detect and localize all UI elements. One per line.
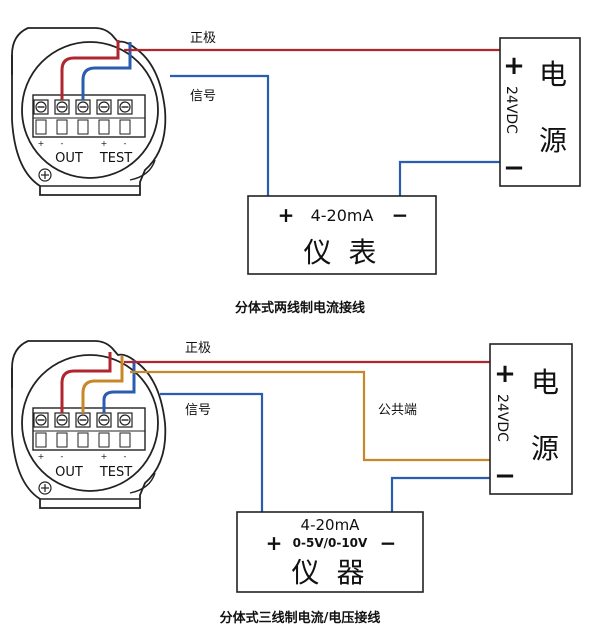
power-char-1: 电 bbox=[539, 58, 567, 91]
terminal-mark-2: - bbox=[61, 139, 64, 148]
transmitter-terminal-block bbox=[12, 28, 165, 195]
power-plus-sign: + bbox=[503, 51, 525, 81]
positive-internal-wire bbox=[60, 40, 120, 100]
power-voltage-label-2: 24VDC bbox=[494, 394, 510, 442]
meter-box bbox=[247, 195, 437, 275]
terminal-out-label: OUT bbox=[55, 151, 83, 166]
meter-plus-sign: + bbox=[278, 203, 295, 227]
power-plus-sign-2: + bbox=[494, 359, 516, 389]
power-voltage-label: 24VDC bbox=[503, 86, 519, 134]
positive-wire-label: 正极 bbox=[190, 31, 216, 46]
common-wire-label: 公共端 bbox=[378, 403, 417, 418]
positive-internal-wire-2 bbox=[60, 352, 112, 413]
terminal-out-label-2: OUT bbox=[55, 465, 83, 480]
signal-internal-wire-2 bbox=[102, 360, 136, 413]
diagram-2-caption: 分体式三线制电流/电压接线 bbox=[220, 610, 381, 626]
terminal-mark-4: - bbox=[124, 139, 127, 148]
return-wire-2 bbox=[390, 476, 490, 512]
terminal-mark-2-4: - bbox=[124, 452, 127, 461]
power-supply-box-2 bbox=[489, 343, 573, 495]
power-char-1-2: 电 bbox=[531, 366, 559, 399]
transmitter-terminal-block-2 bbox=[12, 341, 165, 508]
terminal-mark-1: + bbox=[38, 139, 45, 148]
instrument-range-label: 4-20mA bbox=[301, 516, 361, 534]
instrument-minus-sign: − bbox=[380, 531, 397, 555]
terminal-test-label-2: TEST bbox=[99, 465, 132, 480]
return-wire bbox=[398, 160, 500, 196]
signal-wire bbox=[170, 74, 270, 196]
instrument-box bbox=[236, 511, 424, 593]
meter-name: 仪 表 bbox=[304, 236, 381, 269]
instrument-voltage-label: 0-5V/0-10V bbox=[293, 536, 368, 550]
power-char-2-2: 源 bbox=[531, 432, 559, 465]
instrument-plus-sign: + bbox=[266, 531, 283, 555]
diagram-1-two-wire: + - + - OUT TEST 正极 信号 + − 24VDC 电 源 + 4… bbox=[12, 28, 581, 316]
terminal-test-label: TEST bbox=[99, 151, 132, 166]
power-char-2: 源 bbox=[539, 124, 567, 157]
terminal-mark-3: + bbox=[101, 139, 108, 148]
signal-internal-wire bbox=[81, 42, 132, 100]
power-minus-sign-2: − bbox=[494, 461, 516, 491]
common-internal-wire bbox=[81, 356, 124, 413]
terminal-mark-2-1: + bbox=[38, 452, 45, 461]
common-wire bbox=[130, 370, 490, 462]
terminal-mark-2-2: - bbox=[61, 452, 64, 461]
diagram-2-three-wire: + - + - OUT TEST 正极 信号 公共端 + − 24VDC 电 源… bbox=[12, 341, 573, 626]
signal-wire-label-2: 信号 bbox=[185, 403, 211, 418]
meter-range-label: 4-20mA bbox=[311, 206, 374, 225]
power-minus-sign: − bbox=[503, 153, 525, 183]
signal-wire-2 bbox=[160, 392, 264, 512]
instrument-name: 仪 器 bbox=[292, 556, 369, 589]
diagram-1-caption: 分体式两线制电流接线 bbox=[235, 300, 365, 316]
positive-wire-label-2: 正极 bbox=[185, 341, 211, 356]
terminal-mark-2-3: + bbox=[101, 452, 108, 461]
meter-minus-sign: − bbox=[392, 203, 409, 227]
power-supply-box bbox=[499, 37, 581, 187]
signal-wire-label: 信号 bbox=[190, 89, 216, 104]
